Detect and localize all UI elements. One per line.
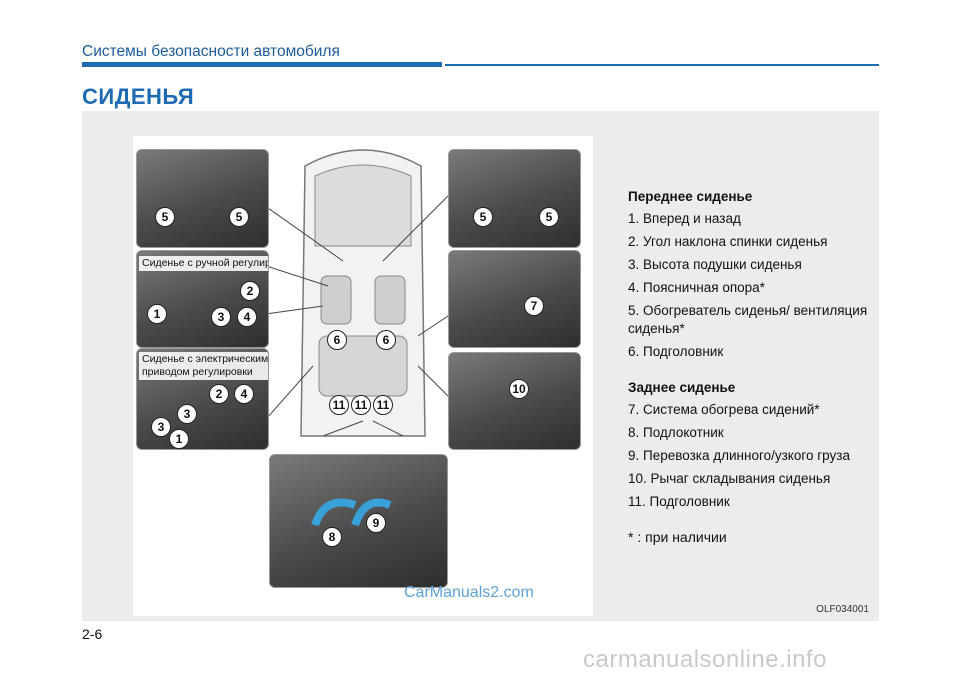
legend-item: 2. Угол наклона спинки сиденья: [628, 234, 828, 249]
section-title: СИДЕНЬЯ: [82, 84, 195, 109]
chapter-title: Системы безопасности автомобиля: [82, 43, 340, 60]
car-top-view: [250, 149, 449, 437]
front-seat-heading: Переднее сиденье: [628, 189, 753, 204]
figure-panel: 6 6 11 11 11 5 5 Сиденье с ручной регули…: [82, 111, 879, 621]
callout-5: 5: [229, 207, 249, 227]
callout-5: 5: [155, 207, 175, 227]
callout-3: 3: [211, 307, 231, 327]
seat-illustration: 6 6 11 11 11 5 5 Сиденье с ручной регули…: [133, 136, 593, 616]
header-rule-thin: [445, 64, 879, 66]
header-rule-thick: [82, 62, 442, 67]
legend-item: 11. Подголовник: [628, 494, 730, 509]
callout-2: 2: [240, 281, 260, 301]
callout-11-right: 11: [373, 395, 393, 415]
callout-6-right: 6: [376, 330, 396, 350]
legend-item: 6. Подголовник: [628, 344, 724, 359]
callout-7: 7: [524, 296, 544, 316]
inset-rear-seat: 8 9: [269, 454, 448, 588]
callout-1: 1: [147, 304, 167, 324]
fold-arrows: [311, 498, 392, 527]
rear-seat-heading: Заднее сиденье: [628, 380, 736, 395]
inset-front-console-right: 5 5: [448, 149, 581, 248]
manual-seat-label: Сиденье с ручной регулировкой: [139, 256, 268, 271]
watermark-link[interactable]: CarManuals2.com: [404, 584, 534, 601]
callout-1: 1: [169, 429, 189, 449]
power-seat-label: Сиденье с электрическим приводом регулир…: [139, 352, 268, 380]
legend-item: 7. Система обогрева сидений*: [628, 402, 820, 417]
legend-item: 9. Перевозка длинного/узкого груза: [628, 448, 850, 463]
callout-11-center: 11: [351, 395, 371, 415]
page-number: 2-6: [82, 626, 103, 642]
callout-2: 2: [209, 384, 229, 404]
availability-note: * : при наличии: [628, 529, 727, 545]
callout-10: 10: [509, 379, 529, 399]
callout-3: 3: [151, 417, 171, 437]
legend-item: 5. Обогреватель сиденья/ вентиляция сиде…: [628, 303, 868, 336]
footer-watermark: carmanualsonline.info: [583, 646, 827, 673]
legend-item: 10. Рычаг складывания сиденья: [628, 471, 831, 486]
legend: Переднее сиденье 1. Вперед и назад 2. Уг…: [628, 189, 868, 545]
callout-3: 3: [177, 404, 197, 424]
inset-power-seat: Сиденье с электрическим приводом регулир…: [136, 348, 269, 450]
callout-4: 4: [237, 307, 257, 327]
inset-manual-seat: Сиденье с ручной регулировкой 1 2 3 4: [136, 250, 269, 348]
legend-item: 1. Вперед и назад: [628, 211, 741, 226]
inset-rear-heater-switch: 7: [448, 250, 581, 348]
inset-front-console-left: 5 5: [136, 149, 269, 248]
legend-item: 8. Подлокотник: [628, 425, 724, 440]
callout-5: 5: [539, 207, 559, 227]
callout-9: 9: [366, 513, 386, 533]
callout-6-left: 6: [327, 330, 347, 350]
callout-11-left: 11: [329, 395, 349, 415]
inset-fold-lever: 10: [448, 352, 581, 450]
legend-item: 3. Высота подушки сиденья: [628, 257, 802, 272]
callout-5: 5: [473, 207, 493, 227]
callout-8: 8: [322, 527, 342, 547]
legend-item: 4. Поясничная опора*: [628, 280, 765, 295]
callout-4: 4: [234, 384, 254, 404]
image-code: OLF034001: [816, 604, 869, 615]
